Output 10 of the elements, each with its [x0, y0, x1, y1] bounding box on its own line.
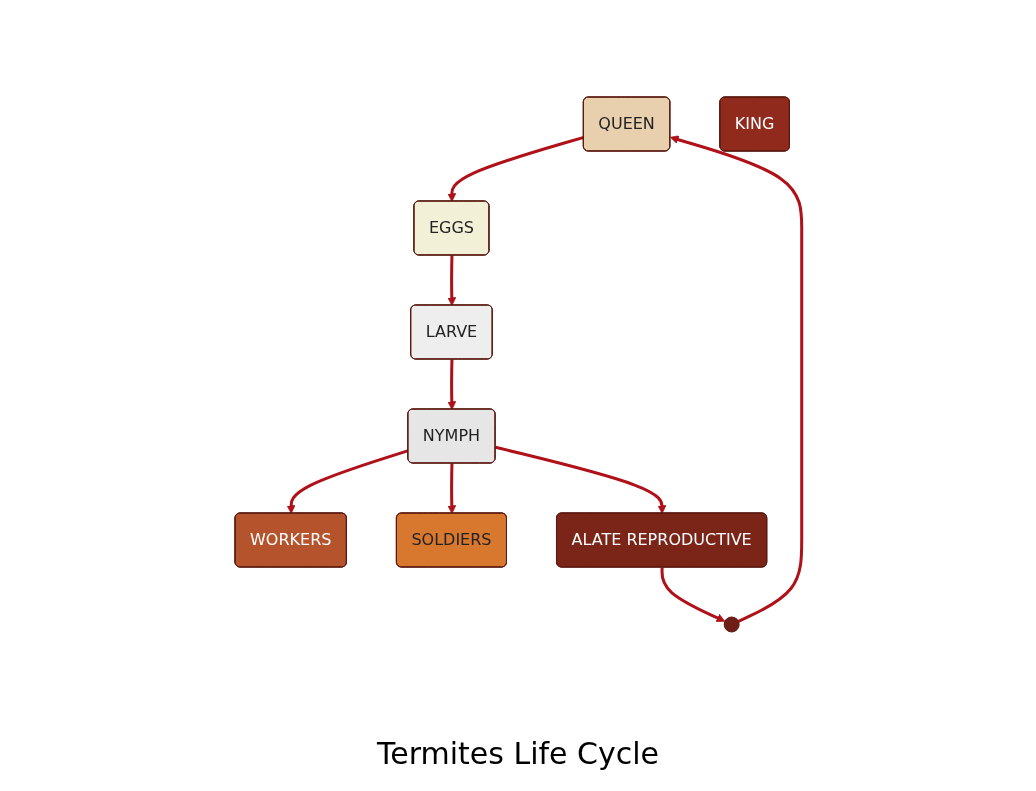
- arrow: [494, 445, 666, 514]
- arrow: [447, 254, 456, 306]
- arrow: [286, 448, 409, 514]
- node-circle: [723, 616, 740, 632]
- diagram-title: Termites Life Cycle: [377, 736, 659, 771]
- arrow: [660, 566, 725, 622]
- arrow: [447, 358, 456, 410]
- arrow: [669, 134, 803, 623]
- arrow: [447, 462, 456, 514]
- arrow: [447, 135, 584, 202]
